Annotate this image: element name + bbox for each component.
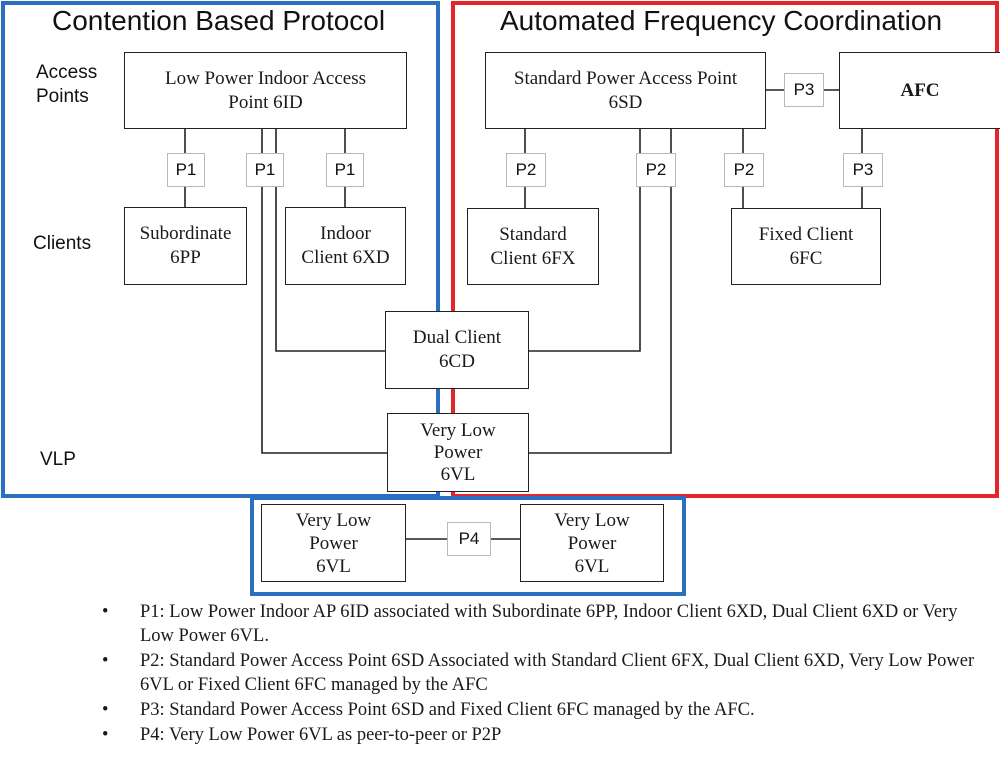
node-label-line: Fixed Client bbox=[758, 223, 854, 245]
node-label-line: Power bbox=[433, 441, 483, 463]
node-label-line: Power bbox=[567, 532, 617, 554]
node-label-line: Very Low bbox=[295, 509, 372, 531]
p2-tag-fixed-client: P2 bbox=[724, 153, 764, 187]
bullet-icon: • bbox=[102, 651, 109, 671]
node-label-line: Client 6FX bbox=[490, 247, 576, 269]
node-label-line: Low Power Indoor Access bbox=[164, 67, 367, 89]
afc-region bbox=[451, 1, 999, 498]
subordinate-node: Subordinate 6PP bbox=[124, 207, 247, 285]
node-label-line: 6VL bbox=[316, 555, 351, 577]
peer-to-peer-region bbox=[250, 496, 686, 596]
wire-ap6sd-vlp bbox=[529, 128, 672, 454]
node-label-line: 6PP bbox=[170, 247, 201, 268]
p1-tag-indoor: P1 bbox=[326, 153, 364, 187]
note-text: P4: Very Low Power 6VL as peer-to-peer o… bbox=[140, 725, 502, 745]
very-low-power-left-node: Very Low Power 6VL bbox=[261, 504, 406, 582]
node-label-line: AFC bbox=[900, 79, 940, 101]
node-label-line: Standard bbox=[499, 223, 567, 245]
note-text: P1: Low Power Indoor AP 6ID associated w… bbox=[140, 602, 958, 646]
indoor-client-node: Indoor Client 6XD bbox=[285, 207, 406, 285]
contention-region-title: Contention Based Protocol bbox=[52, 5, 386, 36]
low-power-indoor-ap: Low Power Indoor Access Point 6ID bbox=[124, 52, 407, 129]
bullet-icon: • bbox=[102, 725, 109, 745]
p3-tag-fixed-client: P3 bbox=[843, 153, 883, 187]
protocol-notes-list: • P1: Low Power Indoor AP 6ID associated… bbox=[100, 600, 990, 748]
contention-based-region bbox=[1, 1, 440, 498]
wire-ap6id-dual-client bbox=[275, 128, 385, 352]
note-text: P3: Standard Power Access Point 6SD and … bbox=[140, 700, 755, 720]
dual-client-node: Dual Client 6CD bbox=[385, 311, 529, 389]
node-label-line: 6CD bbox=[439, 351, 475, 372]
wire-ap6id-vlp bbox=[261, 128, 387, 454]
row-label-access-points: Access Points bbox=[36, 61, 97, 109]
note-item-p2: • P2: Standard Power Access Point 6SD As… bbox=[100, 649, 990, 697]
node-label-line: Indoor bbox=[320, 223, 371, 244]
node-label-line: Dual Client bbox=[412, 327, 502, 348]
fixed-client-node: Fixed Client 6FC bbox=[731, 208, 881, 285]
p3-tag-afc-link: P3 bbox=[784, 73, 824, 107]
node-label-line: Client 6XD bbox=[301, 247, 390, 268]
bullet-icon: • bbox=[102, 700, 109, 720]
p1-tag-dual: P1 bbox=[246, 153, 284, 187]
p2-tag-dual: P2 bbox=[636, 153, 676, 187]
p4-tag: P4 bbox=[447, 522, 491, 556]
node-label-line: Standard Power Access Point bbox=[513, 67, 738, 89]
row-label-clients: Clients bbox=[33, 233, 92, 254]
bullet-icon: • bbox=[102, 602, 109, 622]
row-label-line: Points bbox=[36, 86, 89, 107]
node-label-line: Point 6ID bbox=[228, 91, 303, 113]
afc-node: AFC bbox=[839, 52, 1000, 129]
p2-tag-standard-client: P2 bbox=[506, 153, 546, 187]
row-label-vlp: VLP bbox=[40, 449, 76, 470]
node-label-line: Very Low bbox=[420, 419, 496, 441]
node-label-line: 6VL bbox=[574, 555, 610, 577]
very-low-power-right-node: Very Low Power 6VL bbox=[520, 504, 664, 582]
node-label-line: 6SD bbox=[608, 91, 643, 113]
standard-power-ap: Standard Power Access Point 6SD bbox=[485, 52, 766, 129]
note-item-p3: • P3: Standard Power Access Point 6SD an… bbox=[100, 698, 990, 722]
p1-tag-subordinate: P1 bbox=[167, 153, 205, 187]
very-low-power-center-node: Very Low Power 6VL bbox=[387, 413, 529, 492]
note-text: P2: Standard Power Access Point 6SD Asso… bbox=[140, 651, 975, 695]
wire-ap6sd-dual-client bbox=[529, 128, 641, 352]
node-label-line: 6FC bbox=[789, 247, 823, 269]
afc-region-title: Automated Frequency Coordination bbox=[500, 5, 943, 36]
note-item-p1: • P1: Low Power Indoor AP 6ID associated… bbox=[100, 600, 990, 648]
row-label-line: Access bbox=[36, 62, 98, 83]
node-label-line: 6VL bbox=[440, 463, 476, 485]
note-item-p4: • P4: Very Low Power 6VL as peer-to-peer… bbox=[100, 723, 990, 747]
standard-client-node: Standard Client 6FX bbox=[467, 208, 599, 285]
node-label-line: Power bbox=[309, 532, 358, 554]
node-label-line: Subordinate bbox=[139, 223, 232, 244]
node-label-line: Very Low bbox=[554, 509, 630, 531]
